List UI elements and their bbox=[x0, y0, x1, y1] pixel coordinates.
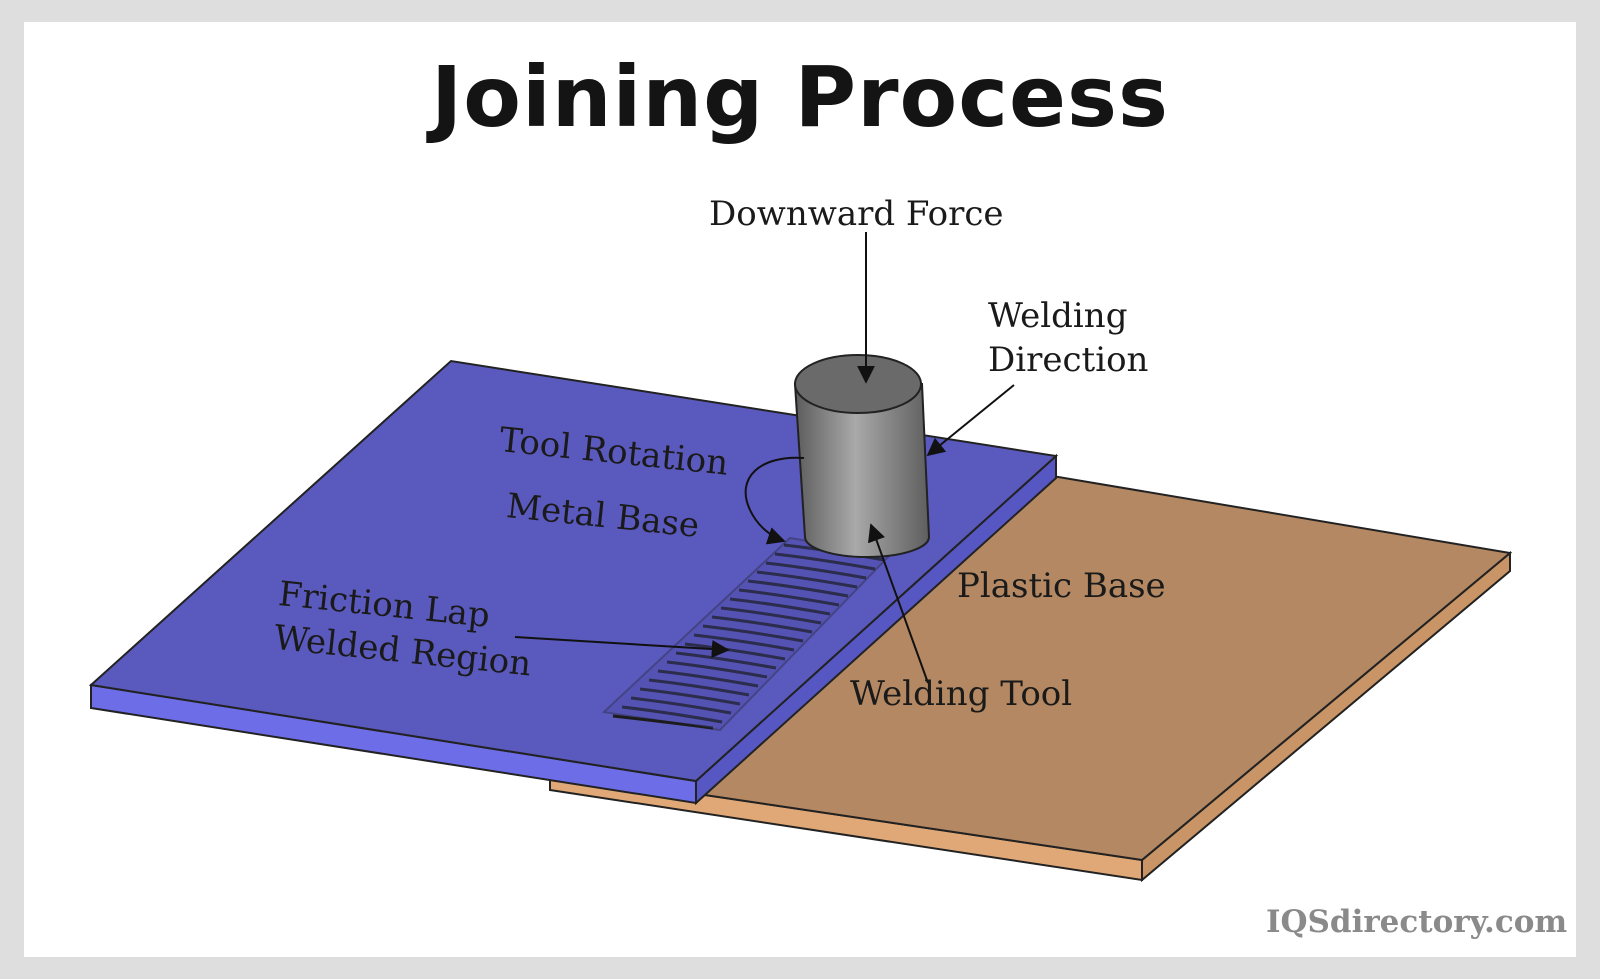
downward-force-label: Downward Force bbox=[709, 194, 1004, 234]
welding-tool-cylinder bbox=[793, 354, 931, 558]
welding-direction-arrow-icon bbox=[926, 384, 1015, 457]
leader-arrow-icon bbox=[514, 636, 730, 658]
welding-tool-label: Welding Tool bbox=[850, 674, 1073, 714]
diagram-title: Joining Process bbox=[431, 48, 1169, 146]
welding-direction-label: Welding Direction bbox=[988, 294, 1148, 382]
welding-direction-line-1: Welding bbox=[988, 296, 1128, 336]
welding-direction-line-2: Direction bbox=[988, 340, 1149, 380]
plastic-base-label: Plastic Base bbox=[957, 566, 1166, 606]
iqsdirectory-watermark: IQSdirectory.com bbox=[1266, 904, 1568, 940]
leader-arrow-icon bbox=[868, 523, 929, 684]
rotation-arrow-icon bbox=[744, 456, 805, 545]
welded-region-ridges bbox=[612, 543, 885, 730]
